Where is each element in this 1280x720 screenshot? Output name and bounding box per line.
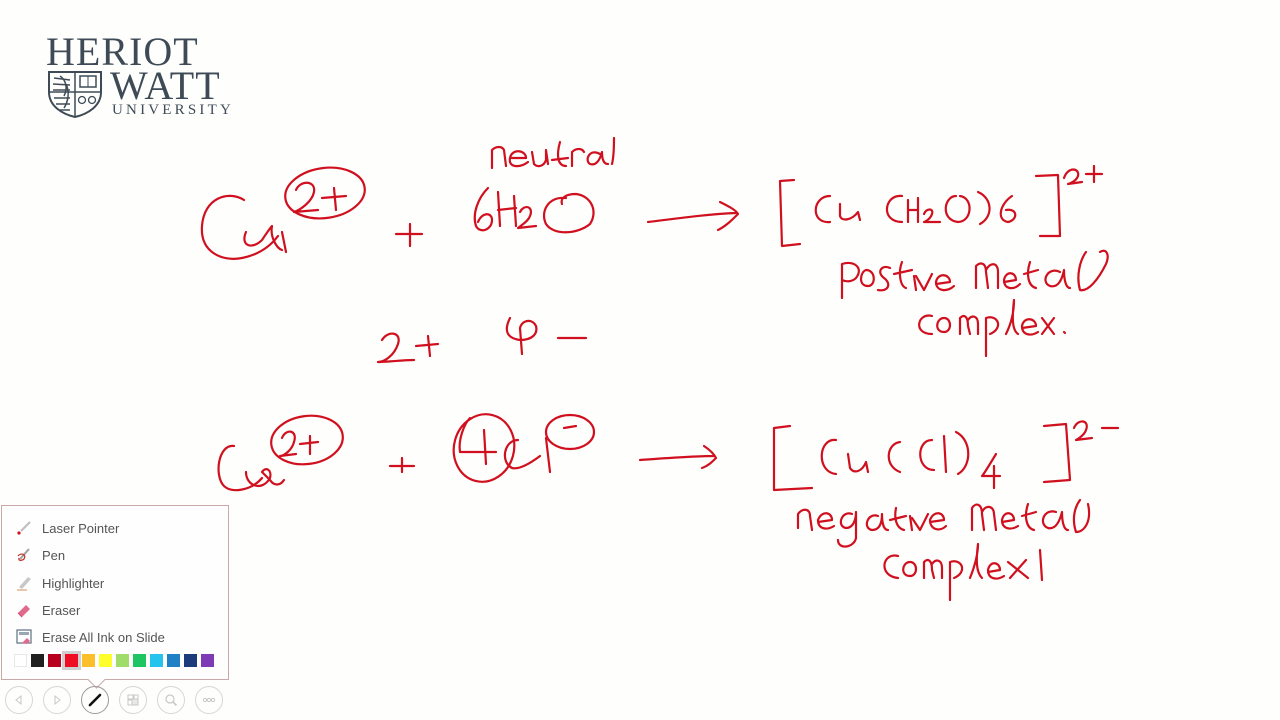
logo-watt: WATT	[110, 63, 221, 108]
menu-item-pen[interactable]: Pen	[2, 542, 228, 568]
eq2-product	[772, 420, 1120, 492]
color-swatch-green[interactable]	[133, 654, 146, 667]
eq1-product	[778, 164, 1104, 248]
pen-tools-button[interactable]	[81, 686, 109, 714]
menu-item-highlighter[interactable]: Highlighter	[2, 570, 228, 596]
zoom-button[interactable]	[157, 686, 185, 714]
eq1-neutral-label	[490, 136, 616, 170]
crest-icon	[48, 71, 102, 118]
pen-icon	[88, 693, 102, 707]
eq2-arrow	[638, 444, 718, 470]
more-options-button[interactable]	[195, 686, 223, 714]
laser-pointer-icon	[15, 519, 33, 537]
charges-2plus	[376, 332, 440, 364]
erase-all-ink-icon	[15, 628, 33, 646]
color-swatch-white[interactable]	[14, 654, 27, 667]
eq2-cu	[217, 444, 286, 492]
eq1-complex-label	[918, 298, 1067, 358]
color-swatch-light-green[interactable]	[116, 654, 129, 667]
eq2-product-label2: complex ion	[0, 0, 5, 1]
eq1-arrow	[646, 200, 740, 232]
ellipsis-icon	[202, 697, 216, 703]
eq1-cu	[200, 194, 288, 260]
eq1-plus	[394, 222, 424, 248]
logo-heriot: HERIOT	[46, 29, 199, 74]
eraser-icon	[15, 601, 33, 619]
eq1-charge-circled	[284, 166, 366, 220]
eq1-positive-metal-label	[840, 249, 1109, 300]
slides-grid-icon	[127, 694, 139, 706]
color-swatch-black[interactable]	[31, 654, 44, 667]
color-swatch-light-blue[interactable]	[150, 654, 163, 667]
color-swatch-yellow[interactable]	[99, 654, 112, 667]
color-swatch-dark-blue[interactable]	[184, 654, 197, 667]
heriot-watt-logo: HERIOT WATT UNIVERSITY	[44, 30, 269, 122]
previous-slide-button[interactable]	[5, 686, 33, 714]
see-all-slides-button[interactable]	[119, 686, 147, 714]
color-swatch-dark-red[interactable]	[48, 654, 61, 667]
eq2-4cl	[452, 413, 596, 483]
eq2-negative-metal-label	[796, 498, 1091, 548]
next-slide-button[interactable]	[43, 686, 71, 714]
magnifier-icon	[165, 694, 178, 707]
triangle-left-icon	[15, 694, 22, 706]
menu-item-laser-pointer[interactable]: Laser Pointer	[2, 515, 228, 541]
eq2-charge-circled	[270, 414, 344, 466]
eq2-plus	[388, 456, 416, 474]
ink-color-palette	[14, 651, 214, 670]
triangle-right-icon	[54, 694, 61, 706]
color-swatch-red[interactable]	[62, 651, 81, 670]
color-swatch-blue[interactable]	[167, 654, 180, 667]
highlighter-icon	[15, 574, 33, 592]
pen-tools-menu: Laser Pointer Pen Highlighter Eraser Era…	[1, 505, 229, 680]
eq2-complex-ion-label	[883, 542, 1044, 602]
color-swatch-orange[interactable]	[82, 654, 95, 667]
logo-university: UNIVERSITY	[112, 102, 234, 118]
menu-item-eraser[interactable]: Eraser	[2, 597, 228, 623]
pen-icon	[15, 546, 33, 564]
charges-4minus	[505, 316, 588, 356]
eq1-6h2o	[473, 186, 595, 234]
menu-item-erase-all-ink[interactable]: Erase All Ink on Slide	[2, 624, 228, 650]
color-swatch-purple[interactable]	[201, 654, 214, 667]
